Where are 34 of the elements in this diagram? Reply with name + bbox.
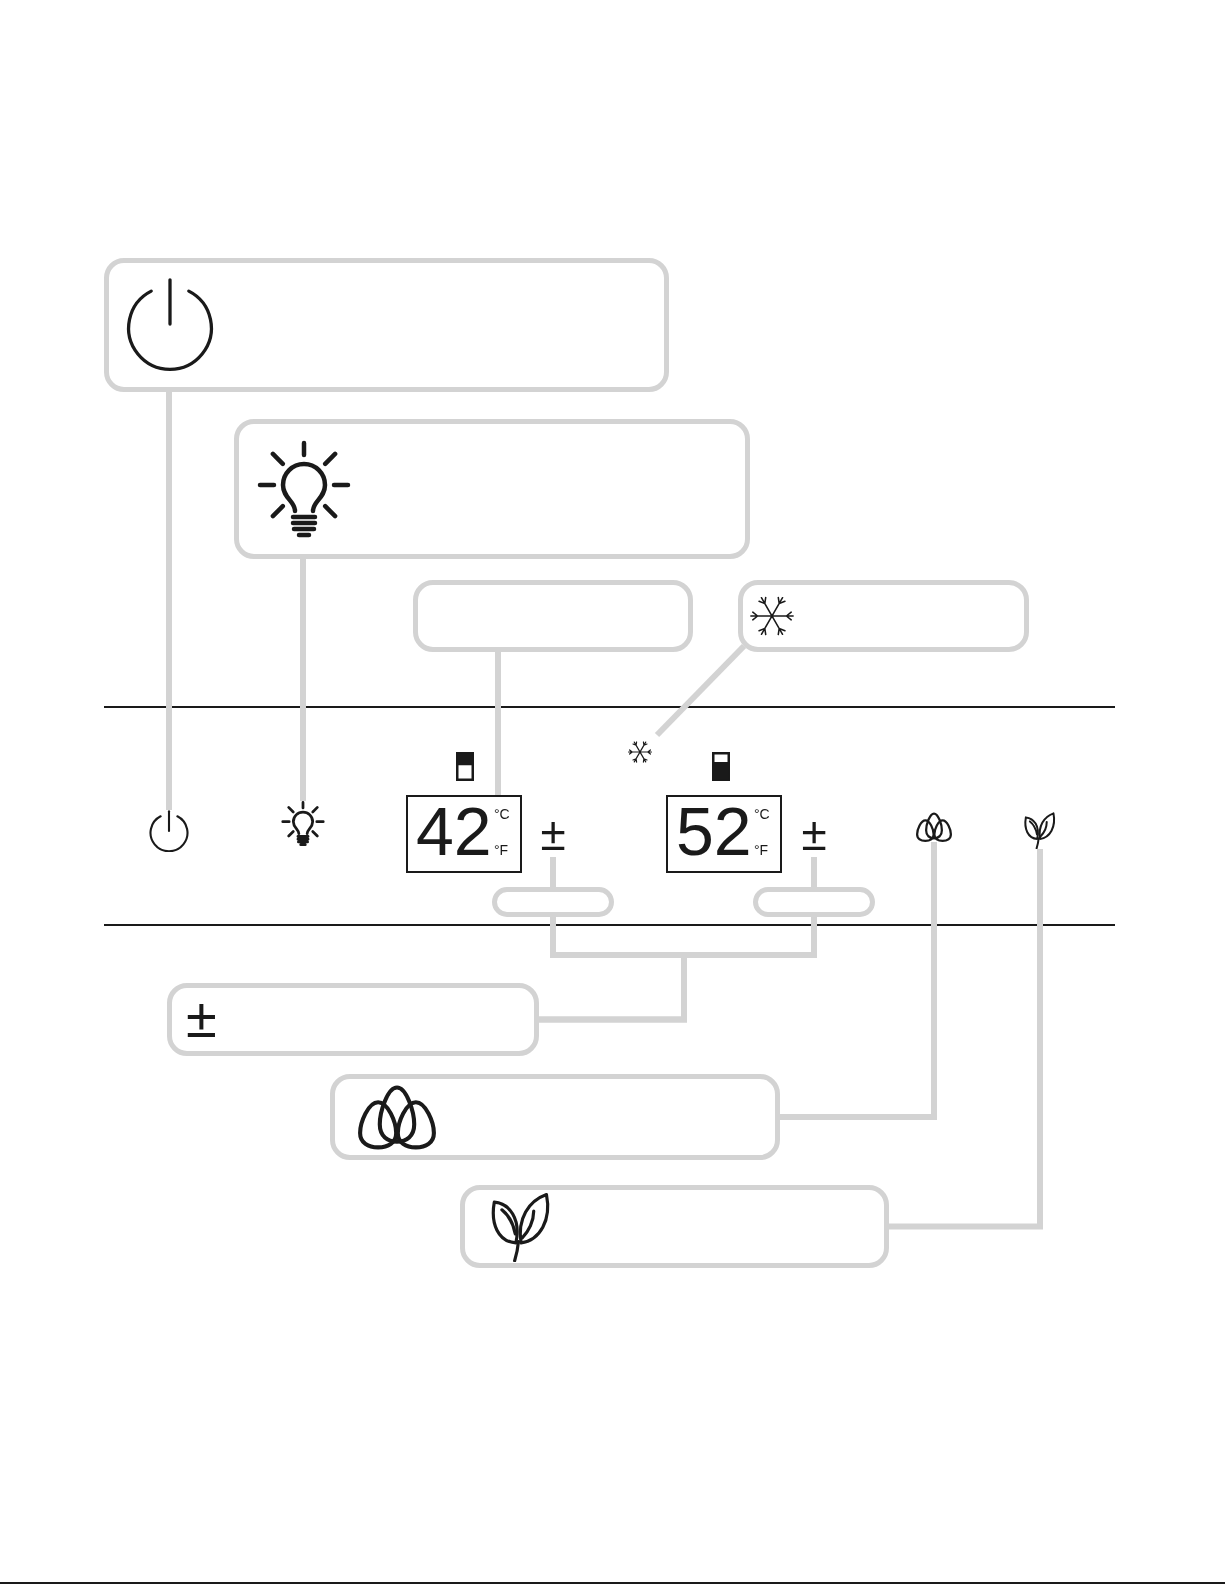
temperature-readout: 42 (416, 797, 492, 865)
leader-line (654, 643, 747, 738)
leaves-icon (1023, 812, 1057, 849)
leader-line (889, 849, 1043, 1230)
leader-line (550, 857, 556, 887)
leader-line (495, 652, 501, 795)
plus-minus-label: ± (539, 811, 567, 857)
droplets-icon (915, 812, 953, 842)
unit-label: °F (494, 843, 509, 857)
callout-box (413, 580, 693, 652)
callout-pill (753, 887, 875, 917)
power-icon (148, 810, 190, 852)
light-bulb-icon (280, 801, 326, 847)
leader-line (811, 857, 817, 887)
unit-label: °C (494, 807, 510, 821)
plus-minus-label: ± (800, 811, 828, 857)
callout-box (460, 1185, 889, 1268)
callout-box (738, 580, 1029, 652)
unit-label: °C (754, 807, 770, 821)
temperature-display (666, 795, 782, 873)
leader-line (166, 392, 172, 810)
callout-box (330, 1074, 780, 1160)
unit-label: °F (754, 843, 769, 857)
leader-line (539, 917, 817, 1023)
temperature-readout: 52 (676, 797, 752, 865)
callout-pill (492, 887, 614, 917)
callout-box (234, 419, 750, 559)
leader-line (300, 559, 306, 801)
temperature-display (406, 795, 522, 873)
leader-line (780, 842, 937, 1120)
snowflake-icon (627, 739, 653, 765)
callout-box (104, 258, 669, 392)
plus-minus-label: ± (186, 990, 217, 1046)
callout-box (167, 983, 539, 1056)
